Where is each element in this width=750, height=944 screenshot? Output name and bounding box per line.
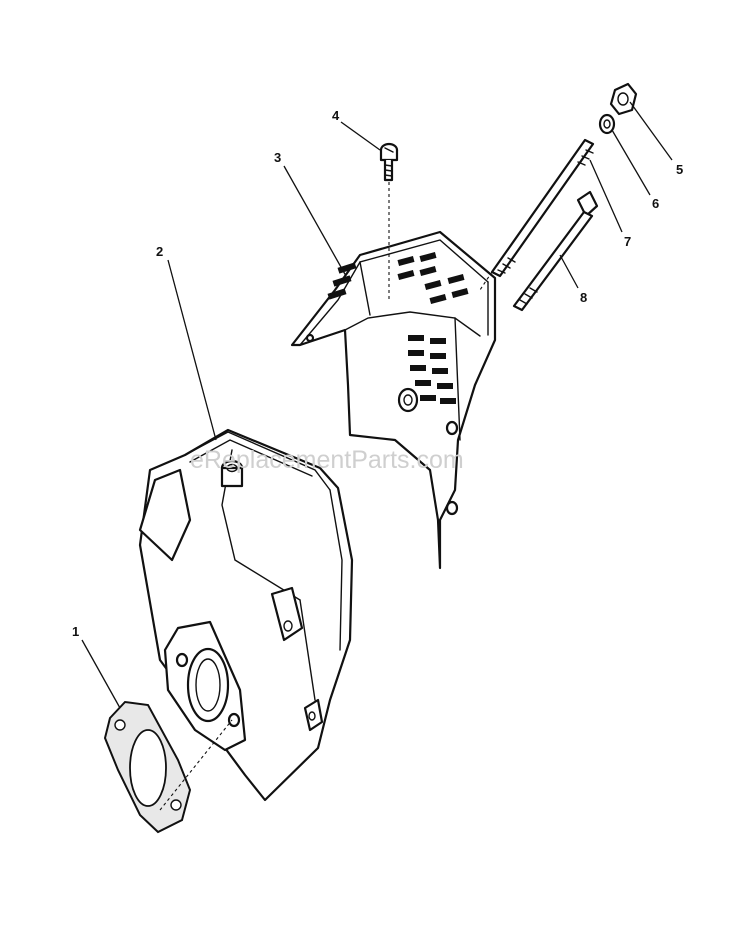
leader-6 xyxy=(611,129,651,196)
watermark-text: eReplacementParts.com xyxy=(190,446,464,474)
callout-1: 1 xyxy=(72,624,79,639)
callout-5: 5 xyxy=(676,162,683,177)
gasket[interactable] xyxy=(103,700,192,834)
leader-4 xyxy=(340,121,381,151)
callout-8: 8 xyxy=(580,290,587,305)
assembly-line-gasket xyxy=(159,719,233,811)
callout-2: 2 xyxy=(156,244,163,259)
leader-3 xyxy=(283,165,347,277)
leader-1 xyxy=(81,639,121,709)
leader-2 xyxy=(167,259,217,441)
bolt[interactable] xyxy=(512,190,599,312)
leader-5 xyxy=(629,101,673,161)
leader-7 xyxy=(589,159,623,233)
leader-8 xyxy=(559,254,579,289)
callout-4: 4 xyxy=(332,108,340,123)
callout-3: 3 xyxy=(274,150,281,165)
assembly-line-stud xyxy=(479,271,493,291)
stud[interactable] xyxy=(490,138,595,278)
callout-6: 6 xyxy=(652,196,659,211)
screw[interactable] xyxy=(379,142,399,182)
nut[interactable] xyxy=(609,82,638,116)
washer[interactable] xyxy=(598,113,616,135)
heat-shield[interactable] xyxy=(290,230,497,570)
callout-7: 7 xyxy=(624,234,631,249)
muffler-body[interactable] xyxy=(138,428,354,802)
